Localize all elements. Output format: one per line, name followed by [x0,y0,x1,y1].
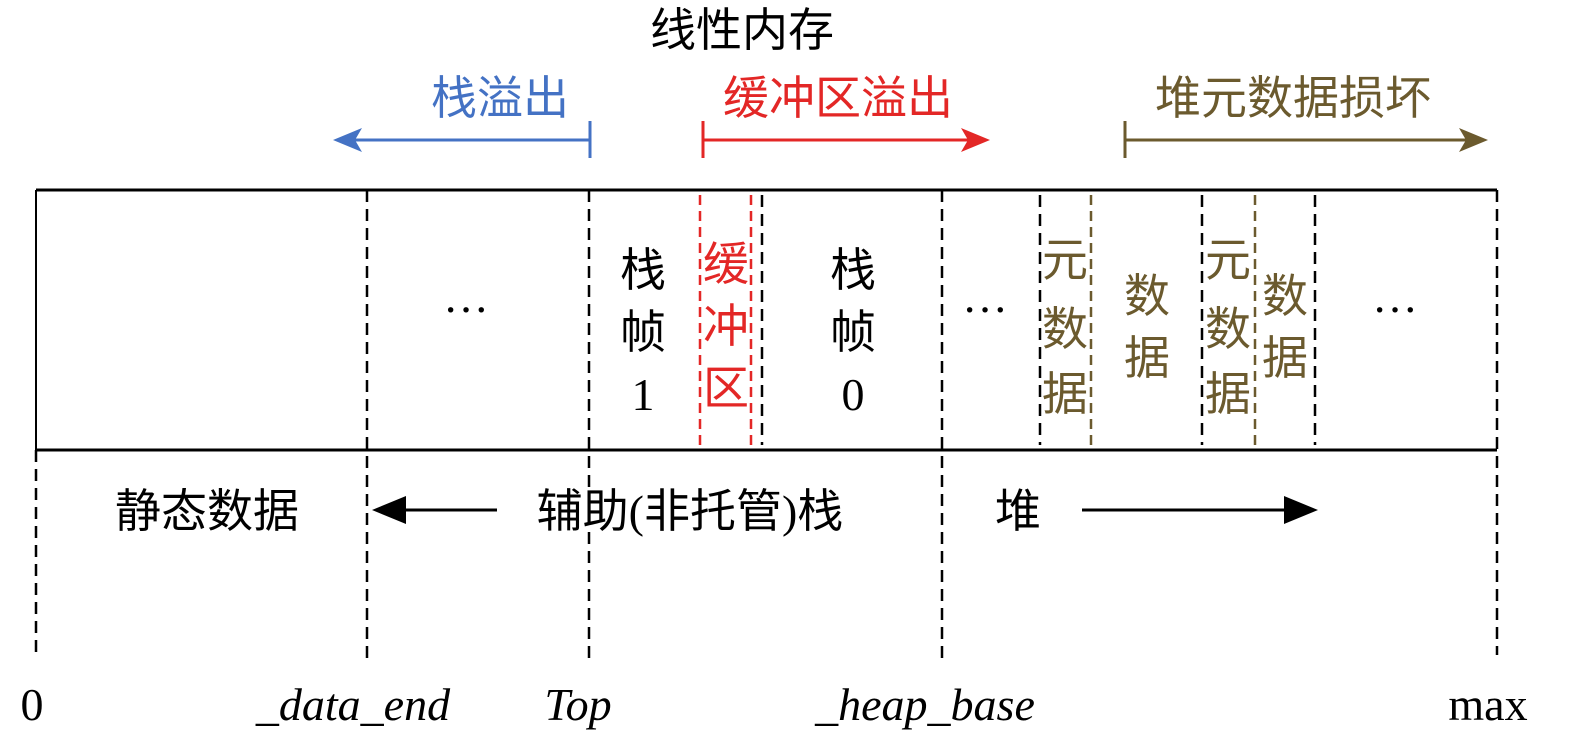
arrowhead-right-icon [1459,128,1488,152]
heap-metadata-cell-1: 元 数 据 [1042,235,1088,420]
cell-char: 数 [1262,271,1308,322]
ellipsis-cell: ··· [1372,284,1418,335]
stack-overflow-label: 栈溢出 [431,73,569,124]
stack-overflow-arrow: 栈溢出 [333,73,592,158]
heap-data-cell-1: 数 据 [1124,271,1170,384]
heap-label: 堆 [995,486,1041,537]
address-max: max [1448,679,1527,730]
buffer-overflow-arrow: 缓冲区溢出 [701,73,990,158]
cell-char: 据 [1042,369,1088,420]
arrowhead-left-icon [333,128,362,152]
cell-char: 帧 [830,307,876,358]
stack-frame-0-cell: 栈 帧 0 [830,245,876,420]
static-data-label: 静态数据 [115,486,299,537]
cell-char: 栈 [620,245,666,296]
cell-char: 据 [1124,333,1170,384]
heap-metadata-corruption-arrow: 堆元数据损坏 [1123,73,1488,158]
cell-char: 数 [1042,304,1088,355]
cell-char: 1 [632,369,655,420]
address-top: Top [544,679,611,730]
cell-char: 据 [1262,333,1308,384]
diagram-title: 线性内存 [650,5,834,56]
cell-char: 元 [1205,235,1251,286]
heap-metadata-cell-2: 元 数 据 [1205,235,1251,420]
cell-char: 元 [1042,235,1088,286]
memory-box [34,188,1499,660]
address-zero: 0 [21,679,44,730]
cell-char: 0 [842,369,865,420]
cell-char: 缓 [703,239,749,290]
heap-metadata-corruption-label: 堆元数据损坏 [1155,73,1431,124]
cell-char: 冲 [703,301,749,352]
arrowhead-left-icon [372,496,406,524]
ellipsis-cell: ··· [443,284,489,335]
cell-char: 数 [1124,271,1170,322]
cell-char: 帧 [620,307,666,358]
heap-growth-arrow [1082,496,1318,524]
address-data-end: _data_end [255,679,451,730]
buffer-overflow-label: 缓冲区溢出 [723,73,953,124]
cell-char: 数 [1205,304,1251,355]
buffer-cell: 缓 冲 区 [703,239,749,414]
arrowhead-right-icon [1284,496,1318,524]
address-heap-base: _heap_base [814,679,1035,730]
aux-stack-arrow [372,496,497,524]
cell-char: 区 [703,363,749,414]
aux-stack-label: 辅助(非托管)栈 [537,486,844,537]
ellipsis-cell: ··· [962,284,1008,335]
cell-char: 据 [1205,369,1251,420]
stack-frame-1-cell: 栈 帧 1 [620,245,666,420]
arrowhead-right-icon [961,128,990,152]
cell-char: 栈 [830,245,876,296]
heap-data-cell-2: 数 据 [1262,271,1308,384]
